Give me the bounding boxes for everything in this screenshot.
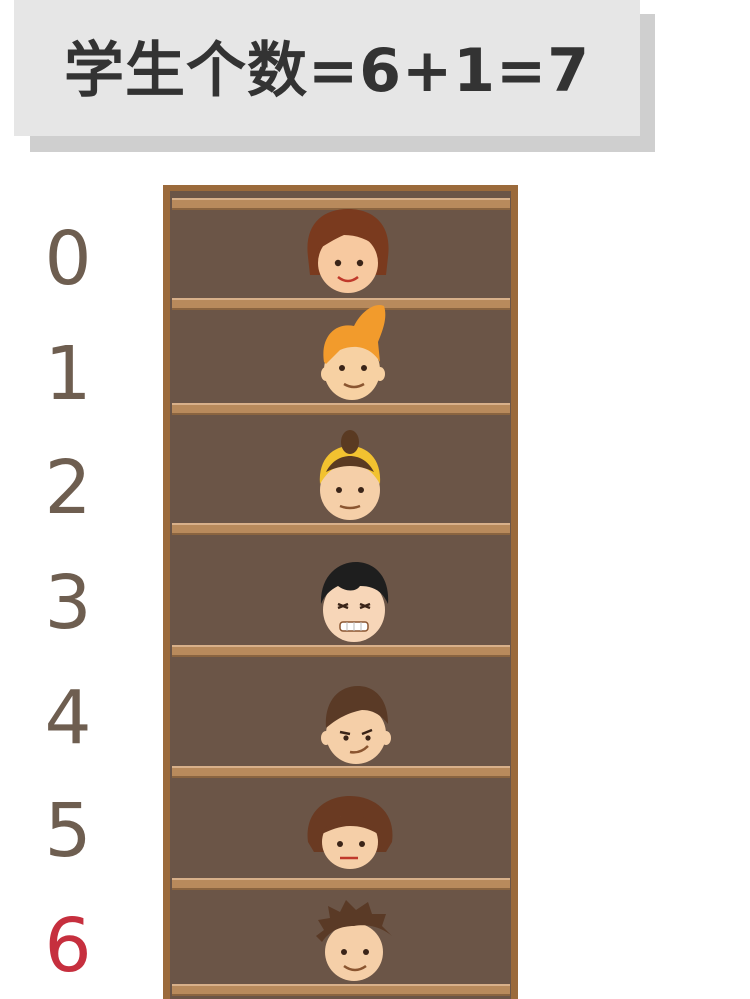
shelf-plank-top xyxy=(172,198,510,210)
student-brown-bob-icon xyxy=(307,209,389,293)
title-banner: 学生个数=6+1=7 xyxy=(14,0,640,136)
index-label: 2 xyxy=(44,445,92,531)
shelf-plank xyxy=(172,403,510,415)
index-label: 4 xyxy=(44,675,92,761)
formula-title: 学生个数=6+1=7 xyxy=(63,35,591,106)
shelf-plank xyxy=(172,645,510,657)
index-label: 0 xyxy=(44,216,92,302)
student-brown-smirk-icon xyxy=(321,686,391,764)
index-label: 1 xyxy=(44,331,92,417)
index-label: 3 xyxy=(44,560,92,646)
student-orange-quiff-icon xyxy=(321,304,386,400)
shelf-plank xyxy=(172,523,510,535)
shelf-plank-bottom xyxy=(172,984,510,996)
shelf-plank xyxy=(172,298,510,310)
index-label: 5 xyxy=(44,788,92,874)
student-black-hair-grimace-icon xyxy=(320,562,389,642)
shelf-plank xyxy=(172,878,510,890)
student-brown-spiky-icon xyxy=(316,900,392,981)
student-brown-messy-icon xyxy=(307,796,393,869)
student-yellow-topknot-icon xyxy=(319,430,381,520)
index-label-current: 6 xyxy=(44,903,92,989)
shelf-plank xyxy=(172,766,510,778)
